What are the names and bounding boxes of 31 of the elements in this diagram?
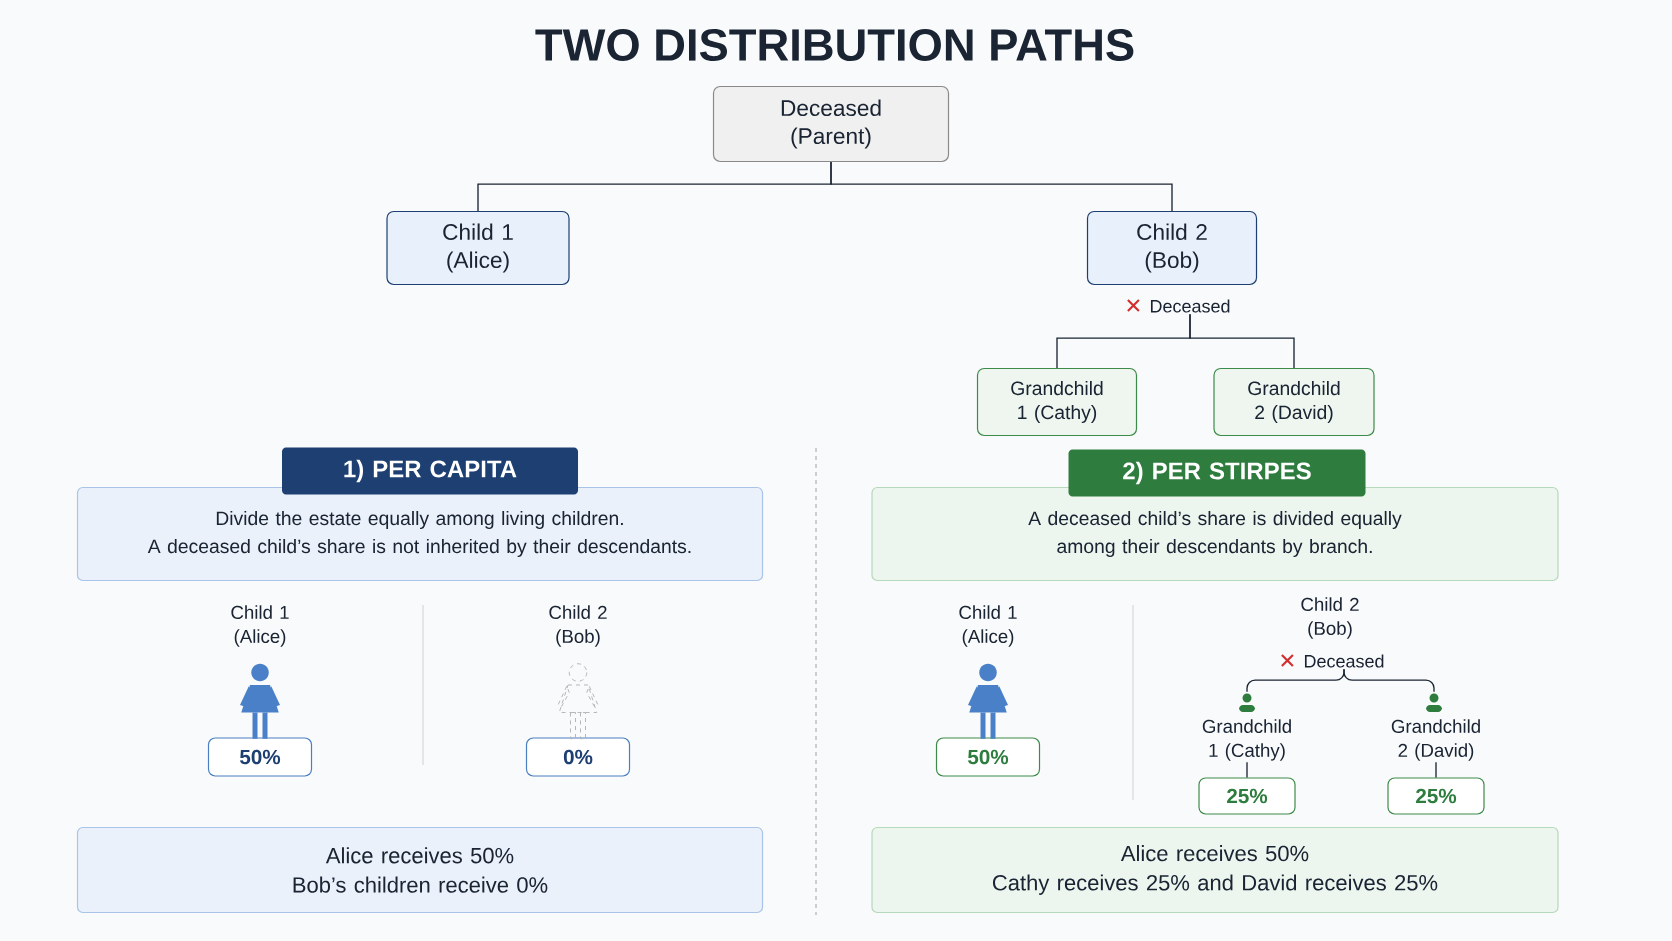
description-box: Divide the estate equally among living children. A deceased child’s share is not inherited by their descendants. [76, 486, 764, 582]
description-box: A deceased child’s share is divided equally among their descendants by branch. [871, 486, 1559, 582]
connector-line [1189, 313, 1295, 369]
percentage-box: 25% [1198, 777, 1296, 815]
heading-banner: 2) PER STIRPES [1068, 449, 1366, 497]
percentage-box: 50% [935, 737, 1041, 777]
name-label: Child 2 (Bob) [549, 605, 607, 647]
name-label: Child 1 (Alice) [959, 605, 1017, 647]
connector-line [1246, 761, 1248, 779]
title: TWO DISTRIBUTION PATHS [535, 28, 1134, 62]
person-box: Child 1 (Alice) [386, 210, 570, 286]
summary-box: Alice receives 50% Bob’s children receive 0% [76, 826, 764, 914]
name-text: Grandchild 2 (David) [1391, 719, 1480, 761]
name-text: Child 2 (Bob) [1301, 597, 1359, 639]
heading-banner: 1) PER CAPITA [282, 447, 578, 495]
percentage-box: 0% [525, 737, 631, 777]
name-text: Grandchild 1 (Cathy) [1202, 719, 1291, 761]
status-note: Deceased [1150, 299, 1230, 313]
connector-line [830, 161, 1173, 212]
person-box: Child 2 (Bob) [1086, 210, 1258, 286]
name-label: Child 1 (Alice) [231, 605, 289, 647]
status-note: Deceased [1304, 654, 1384, 668]
person-icon [1426, 693, 1442, 712]
person-box: Grandchild 2 (David) [1213, 367, 1375, 437]
summary-box: Alice receives 50% Cathy receives 25% and David receives 25% [871, 826, 1559, 914]
percentage-box: 25% [1387, 777, 1485, 815]
connector-line [1435, 761, 1437, 779]
person-box: Deceased (Parent) [712, 85, 950, 163]
person-icon [1239, 693, 1255, 712]
percentage-box: 50% [207, 737, 313, 777]
person-box: Grandchild 1 (Cathy) [976, 367, 1138, 437]
